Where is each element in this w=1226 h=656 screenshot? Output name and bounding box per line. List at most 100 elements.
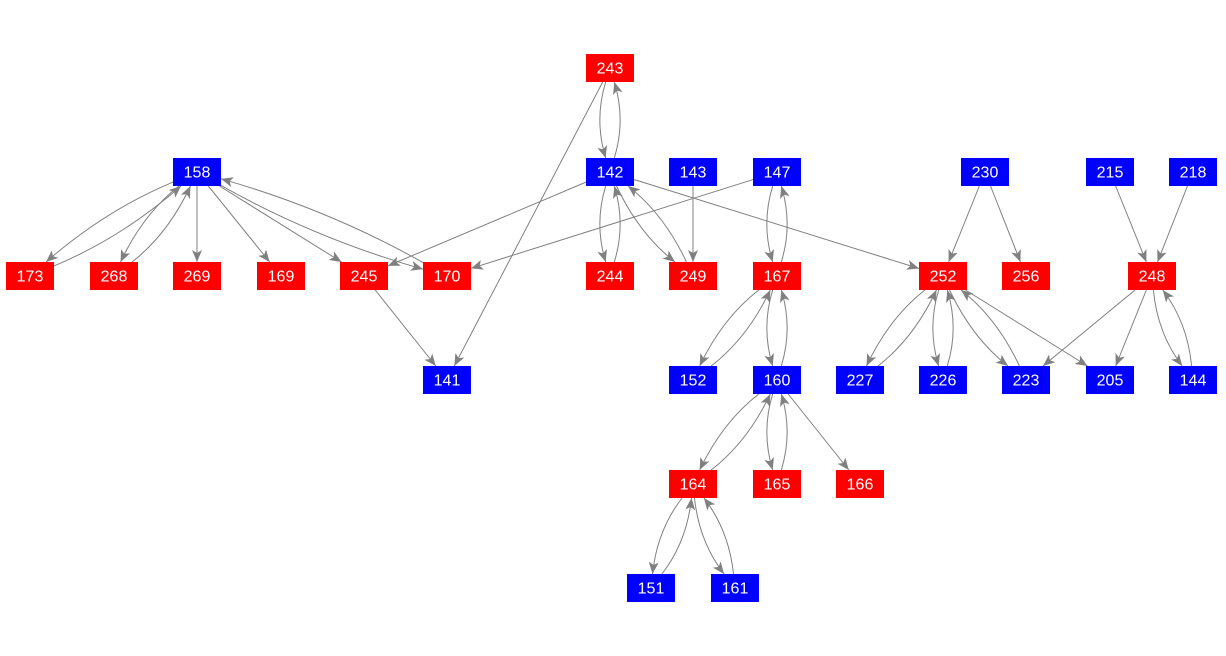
node-249[interactable]: 249: [669, 262, 717, 290]
node-167[interactable]: 167: [753, 262, 801, 290]
edge-158-to-170: [220, 185, 424, 271]
node-box: [669, 470, 717, 498]
node-box: [1002, 262, 1050, 290]
edge-244-to-142: [613, 185, 623, 263]
node-158[interactable]: 158: [173, 158, 221, 186]
edge-170-to-158: [220, 177, 424, 263]
node-box: [669, 262, 717, 290]
edge-158-to-173: [45, 181, 174, 263]
node-161[interactable]: 161: [711, 574, 759, 602]
node-230[interactable]: 230: [961, 158, 1009, 186]
node-205[interactable]: 205: [1086, 366, 1134, 394]
edge-160-to-165: [764, 393, 774, 471]
edge-142-to-249: [616, 185, 676, 263]
edge-248-to-144: [1152, 289, 1183, 367]
node-label: 165: [764, 477, 791, 494]
edge-164-to-151: [648, 497, 683, 575]
edge-160-to-167: [780, 289, 790, 367]
node-166[interactable]: 166: [836, 470, 884, 498]
node-box: [627, 574, 675, 602]
node-label: 142: [597, 165, 624, 182]
edge-142-to-244: [597, 185, 607, 263]
node-box: [586, 54, 634, 82]
node-label: 143: [680, 165, 707, 182]
node-label: 167: [764, 269, 791, 286]
node-label: 158: [184, 165, 211, 182]
node-box: [1169, 366, 1217, 394]
edge-268-to-158: [131, 185, 191, 263]
node-box: [1169, 158, 1217, 186]
node-label: 227: [847, 373, 874, 390]
node-218[interactable]: 218: [1169, 158, 1217, 186]
node-label: 147: [764, 165, 791, 182]
node-243[interactable]: 243: [586, 54, 634, 82]
edge-248-to-205: [1115, 289, 1147, 367]
node-label: 252: [930, 269, 957, 286]
node-label: 248: [1139, 269, 1166, 286]
node-226[interactable]: 226: [919, 366, 967, 394]
node-box: [753, 158, 801, 186]
edge-243-to-142: [597, 81, 607, 159]
node-173[interactable]: 173: [6, 262, 54, 290]
node-244[interactable]: 244: [586, 262, 634, 290]
edge-147-to-170: [470, 179, 754, 270]
node-label: 170: [434, 269, 461, 286]
edge-158-to-268: [120, 185, 180, 263]
node-160[interactable]: 160: [753, 366, 801, 394]
edge-152-to-167: [710, 289, 771, 367]
edge-158-to-245: [219, 185, 342, 263]
edge-165-to-160: [780, 393, 790, 471]
edges-layer: [45, 81, 1193, 575]
node-151[interactable]: 151: [627, 574, 675, 602]
node-label: 169: [268, 269, 295, 286]
node-165[interactable]: 165: [753, 470, 801, 498]
node-label: 164: [680, 477, 707, 494]
edge-160-to-164: [699, 393, 760, 471]
node-252[interactable]: 252: [919, 262, 967, 290]
edge-142-to-252: [633, 179, 920, 270]
node-248[interactable]: 248: [1128, 262, 1176, 290]
edge-164-to-160: [710, 393, 771, 471]
node-box: [836, 366, 884, 394]
edge-151-to-164: [661, 497, 696, 575]
edge-147-to-167: [764, 185, 774, 263]
node-141[interactable]: 141: [423, 366, 471, 394]
node-143[interactable]: 143: [669, 158, 717, 186]
edge-142-to-245: [387, 181, 587, 267]
node-164[interactable]: 164: [669, 470, 717, 498]
node-box: [257, 262, 305, 290]
node-label: 141: [434, 373, 461, 390]
node-label: 161: [722, 581, 749, 598]
node-label: 226: [930, 373, 957, 390]
edge-226-to-252: [946, 289, 956, 367]
node-268[interactable]: 268: [90, 262, 138, 290]
node-label: 152: [680, 373, 707, 390]
edge-252-to-227: [866, 289, 926, 367]
node-170[interactable]: 170: [423, 262, 471, 290]
edge-167-to-152: [699, 289, 760, 367]
node-269[interactable]: 269: [173, 262, 221, 290]
node-142[interactable]: 142: [586, 158, 634, 186]
edge-230-to-252: [948, 185, 980, 263]
edge-215-to-248: [1115, 185, 1147, 263]
node-box: [753, 262, 801, 290]
node-169[interactable]: 169: [257, 262, 305, 290]
node-box: [669, 158, 717, 186]
edge-227-to-252: [877, 289, 937, 367]
node-label: 269: [184, 269, 211, 286]
node-223[interactable]: 223: [1002, 366, 1050, 394]
node-215[interactable]: 215: [1086, 158, 1134, 186]
edge-161-to-164: [703, 497, 735, 575]
node-227[interactable]: 227: [836, 366, 884, 394]
node-147[interactable]: 147: [753, 158, 801, 186]
node-label: 151: [638, 581, 665, 598]
node-box: [586, 262, 634, 290]
node-245[interactable]: 245: [340, 262, 388, 290]
edge-243-to-141: [453, 81, 604, 367]
node-label: 166: [847, 477, 874, 494]
node-152[interactable]: 152: [669, 366, 717, 394]
node-label: 144: [1180, 373, 1207, 390]
node-144[interactable]: 144: [1169, 366, 1217, 394]
node-box: [90, 262, 138, 290]
node-256[interactable]: 256: [1002, 262, 1050, 290]
